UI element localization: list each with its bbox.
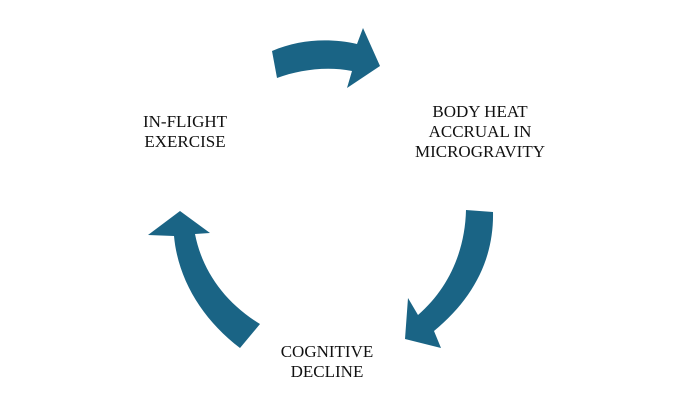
arrow-cognitive-to-exercise: [148, 211, 260, 348]
node-line: BODY HEAT: [432, 102, 528, 121]
node-line: MICROGRAVITY: [414, 142, 546, 161]
node-in-flight-exercise: IN-FLIGHT EXERCISE: [120, 112, 250, 152]
node-body-heat-accrual: BODY HEAT ACCRUAL IN MICROGRAVITY: [380, 102, 580, 162]
node-cognitive-decline: COGNITIVE DECLINE: [262, 342, 392, 382]
node-line: DECLINE: [290, 362, 364, 381]
arrow-exercise-to-heat: [272, 28, 380, 88]
arrow-heat-to-cognitive: [405, 210, 494, 348]
node-line: ACCRUAL IN: [428, 122, 532, 141]
node-line: EXERCISE: [144, 132, 226, 151]
node-line: COGNITIVE: [280, 342, 374, 361]
node-line: IN-FLIGHT: [142, 112, 228, 131]
